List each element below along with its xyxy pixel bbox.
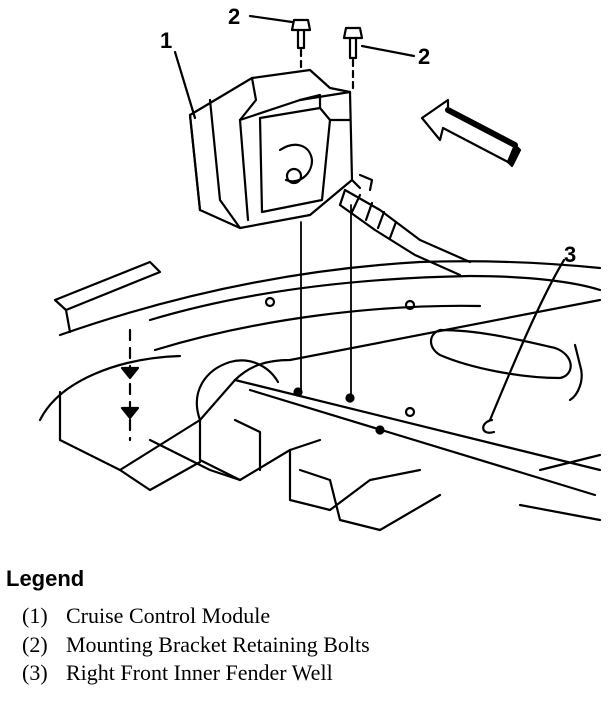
legend-item-text: Right Front Inner Fender Well — [66, 660, 333, 685]
legend-item-text: Mounting Bracket Retaining Bolts — [66, 631, 370, 657]
callout-1: 1 — [160, 28, 172, 53]
callout-2-right: 2 — [418, 44, 430, 69]
hook-3 — [482, 418, 496, 434]
legend-title: Legend — [6, 566, 85, 591]
legend-item: (2) Mounting Bracket Retaining Bolts — [22, 631, 602, 660]
legend-item: (1) Cruise Control Module — [22, 602, 602, 631]
callout-2-top: 2 — [228, 4, 240, 29]
cruise-control-installation-diagram: 1 2 2 3 — [38, 4, 602, 532]
legend-item-text: Cruise Control Module — [66, 603, 271, 628]
cruise-control-module — [188, 68, 472, 277]
leader-line-2a — [248, 14, 294, 24]
callout-3: 3 — [564, 242, 576, 267]
legend-item-number: (1) — [22, 603, 48, 628]
direction-arrow — [420, 98, 522, 168]
leader-line-1 — [173, 50, 197, 120]
fender-well-structure — [38, 260, 602, 532]
legend-item-number: (3) — [22, 660, 48, 685]
legend: Legend (1) Cruise Control Module (2) Mount… — [6, 566, 602, 688]
leader-line-2b — [360, 44, 416, 58]
legend-item: (3) Right Front Inner Fender Well — [22, 659, 602, 688]
retaining-bolts — [290, 18, 364, 397]
leader-line-3 — [488, 258, 566, 422]
legend-list: (1) Cruise Control Module (2) Mounting Bra… — [6, 602, 602, 688]
legend-item-number: (2) — [22, 631, 48, 657]
